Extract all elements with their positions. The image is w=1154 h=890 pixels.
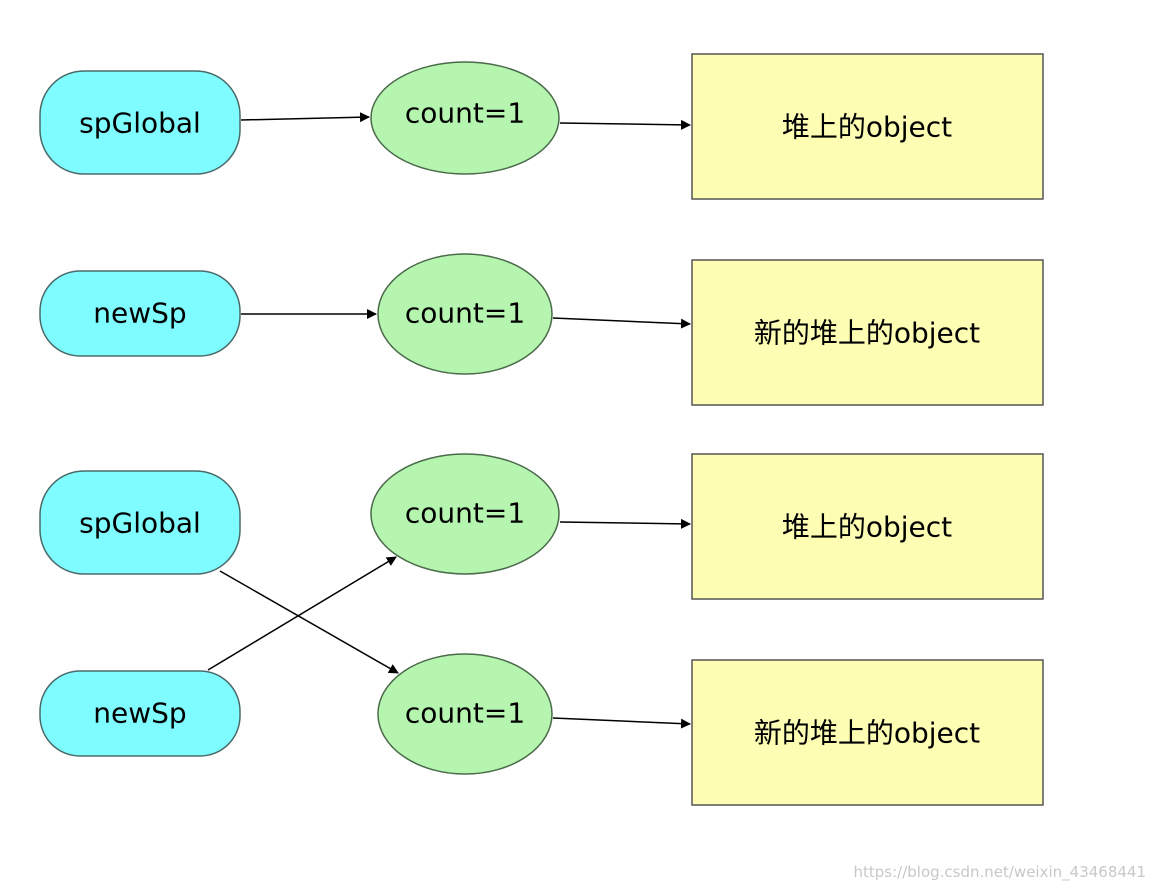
edge-row1-count-to-object [559, 119, 691, 130]
count-node [377, 253, 553, 375]
heap-object-box [691, 53, 1044, 200]
heap-object-label: 堆上的object [782, 111, 952, 144]
pointer-label-newsp: newSp [93, 697, 186, 730]
row2: newSp count=1 新的堆上的object [39, 253, 1044, 406]
edge-row4-count-to-object [552, 717, 691, 729]
edge-row1-pointer-to-count [240, 112, 370, 123]
row3: spGlobal count=1 堆上的object [39, 453, 1044, 600]
edge-row2-count-to-object [552, 317, 691, 329]
count-label: count=1 [405, 97, 525, 130]
pointer-label-spglobal: spGlobal [79, 507, 201, 540]
count-node [370, 453, 560, 575]
new-heap-object-box [691, 259, 1044, 406]
heap-object-box [691, 453, 1044, 600]
row1: spGlobal count=1 堆上的object [39, 53, 1044, 200]
heap-object-label: 堆上的object [782, 511, 952, 544]
pointer-node-spglobal [39, 470, 241, 575]
edge-newsp-to-upper-count [207, 556, 397, 671]
count-label: count=1 [405, 297, 525, 330]
pointer-node-spglobal [39, 70, 241, 175]
edges [207, 112, 691, 729]
new-heap-object-box [691, 659, 1044, 806]
count-label: count=1 [405, 497, 525, 530]
count-label: count=1 [405, 697, 525, 730]
new-heap-object-label: 新的堆上的object [754, 317, 980, 350]
count-node [377, 653, 553, 775]
pointer-node-newsp [39, 270, 241, 357]
count-node [370, 61, 560, 175]
pointer-label-newsp: newSp [93, 297, 186, 330]
row4: newSp count=1 新的堆上的object [39, 653, 1044, 806]
watermark-text: https://blog.csdn.net/weixin_43468441 [853, 863, 1146, 882]
new-heap-object-label: 新的堆上的object [754, 717, 980, 750]
edge-row3-count-to-object [559, 518, 691, 529]
pointer-node-newsp [39, 670, 241, 757]
edge-spglobal-to-lower-count [219, 570, 399, 674]
pointer-label-spglobal: spGlobal [79, 107, 201, 140]
